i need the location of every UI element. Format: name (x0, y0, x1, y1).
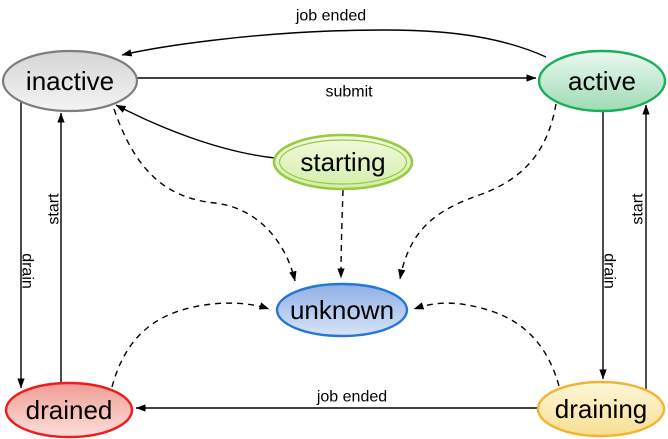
state-label-inactive: inactive (26, 66, 114, 96)
state-node-drained: drained (4, 381, 134, 439)
state-ellipse-drained (4, 381, 134, 439)
state-label-drained: drained (26, 395, 113, 425)
edge-active-to-unknown (398, 103, 557, 280)
edge-label-drain-left: drain (18, 253, 35, 289)
state-node-starting: starting (272, 133, 414, 191)
state-ellipse-active (537, 49, 667, 113)
state-ellipse-unknown (275, 282, 409, 338)
edge-label-start-right: start (630, 193, 647, 225)
edge-drained-to-unknown (111, 302, 270, 388)
edge-starting-to-unknown (337, 189, 345, 279)
state-ellipse-inactive (1, 49, 139, 113)
state-node-draining: draining (536, 380, 666, 438)
state-ellipse-starting-inner-ring (278, 139, 408, 185)
edge-label-job-ended-bottom: job ended (316, 389, 387, 406)
state-node-active: active (537, 49, 667, 113)
edge-job-ended-active-to-inactive (121, 29, 547, 58)
state-label-active: active (568, 66, 636, 96)
state-ellipse-draining (536, 380, 666, 438)
node-layer: inactive active starting unknown drained… (1, 49, 667, 439)
state-node-inactive: inactive (1, 49, 139, 113)
edge-layer (17, 29, 650, 412)
state-node-unknown: unknown (275, 282, 409, 338)
edge-label-job-ended-top: job ended (295, 8, 366, 25)
state-ellipse-starting (272, 133, 414, 191)
edge-starting-to-inactive (115, 104, 276, 159)
edge-label-submit: submit (325, 84, 373, 101)
edge-inactive-to-unknown (113, 108, 297, 282)
state-label-draining: draining (555, 394, 648, 424)
state-label-unknown: unknown (290, 295, 394, 325)
edge-draining-to-unknown (413, 302, 560, 387)
edge-label-layer: job ended submit start drain start drain… (18, 8, 646, 406)
edge-label-start-left: start (46, 193, 63, 225)
state-label-starting: starting (300, 147, 385, 177)
edge-label-drain-right: drain (600, 253, 617, 289)
